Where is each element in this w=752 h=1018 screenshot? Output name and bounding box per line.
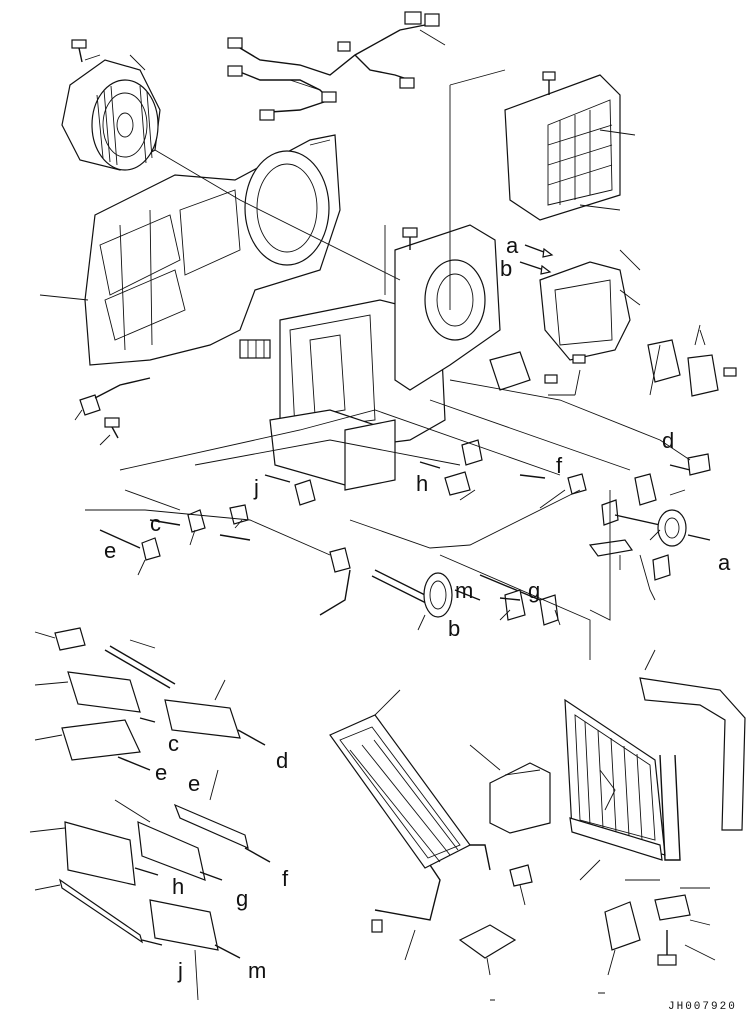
callout-c-door: c	[168, 731, 179, 756]
insulation-pad	[604, 901, 641, 976]
motor-disc-right	[588, 509, 687, 557]
callout-d: d	[662, 428, 675, 453]
callout-d-door: d	[276, 748, 289, 773]
sensor-with-wire	[79, 377, 151, 416]
evaporator-case	[504, 74, 621, 221]
heater-core	[329, 689, 491, 871]
callout-f: f	[556, 453, 563, 478]
callout-a: a	[506, 233, 519, 258]
leader-lines	[39, 29, 706, 660]
callout-e-door: e	[155, 760, 168, 785]
callout-arrows	[99, 244, 711, 601]
damper-leader-lines	[29, 631, 271, 1001]
callout-e: e	[104, 538, 117, 563]
callout-h: h	[416, 471, 429, 496]
misc-leaders	[490, 859, 660, 1001]
callout-e-door-2: e	[188, 771, 201, 796]
link-clips	[141, 439, 711, 616]
callout-j: j	[254, 475, 259, 500]
bolt-left	[104, 417, 120, 439]
bolt-bottom-right	[657, 930, 716, 966]
callout-b: b	[500, 256, 513, 281]
blower-fan	[61, 59, 161, 171]
callout-m: m	[455, 578, 474, 603]
callout-a-right: a	[718, 550, 731, 575]
callout-h-door: h	[172, 874, 185, 899]
expansion-valve	[654, 754, 711, 926]
heater-housing	[84, 134, 341, 366]
screw-center	[402, 227, 586, 364]
relay	[489, 351, 558, 391]
callout-m-door: m	[248, 958, 267, 983]
drawing-code: JH007920	[668, 1001, 737, 1013]
callout-j-door: j	[178, 958, 183, 983]
callout-c: c	[150, 511, 161, 536]
callout-g: g	[528, 578, 541, 603]
duct-seal	[469, 744, 551, 834]
damper-doors	[54, 627, 249, 951]
damper-shaft-with-disc	[371, 569, 559, 626]
evaporator-core	[564, 698, 666, 861]
blower-case	[394, 224, 501, 391]
evaporator-frame	[639, 649, 746, 831]
callout-b-lower: b	[448, 616, 461, 641]
screw-right	[723, 367, 737, 377]
thermistor-cable	[371, 864, 441, 961]
wiring-harness	[227, 11, 440, 121]
actuator-housing	[539, 261, 631, 361]
connector-clip	[239, 339, 271, 359]
callout-g-door: g	[236, 886, 249, 911]
servo-motor-1	[647, 339, 681, 383]
screw-top-right	[542, 71, 556, 95]
foam-pad	[458, 924, 517, 976]
servo-motor-2	[687, 354, 719, 397]
bolt-top-left	[71, 39, 87, 63]
callout-f-door: f	[282, 866, 289, 891]
clip-small	[509, 864, 533, 906]
